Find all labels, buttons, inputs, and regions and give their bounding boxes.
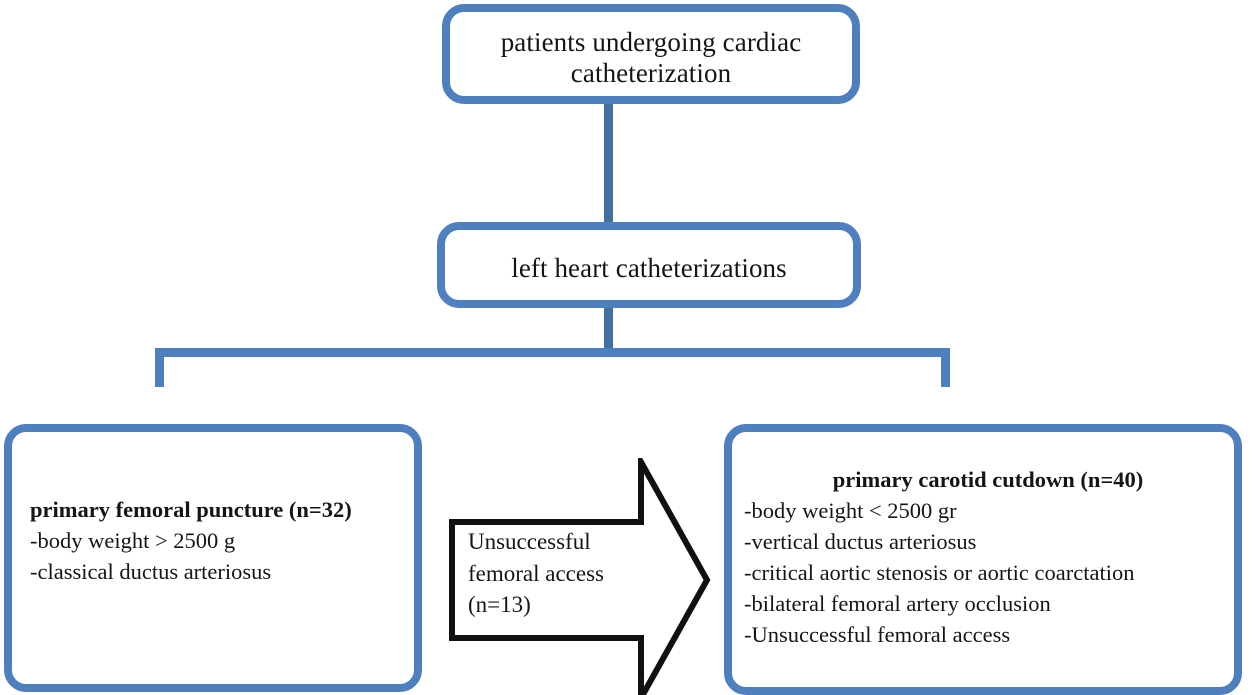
node-carotid-item-3: -bilateral femoral artery occlusion [744,591,1051,616]
connector-root-to-left-heart [604,100,613,224]
right-arrow-icon [449,458,711,695]
node-root-label: patients undergoing cardiac catheterizat… [450,27,852,88]
node-left-heart-catheterizations[interactable]: left heart catheterizations [437,222,861,308]
node-left-heart-label: left heart catheterizations [511,253,787,283]
node-root-label-line2: catheterization [570,57,732,88]
connector-drop-left [155,348,164,387]
arrow-label-line-1: femoral access [468,560,605,586]
arrow-label: Unsuccessful femoral access (n=13) [468,526,648,621]
node-primary-femoral-puncture[interactable]: primary femoral puncture (n=32) -body we… [4,424,422,692]
arrow-label-line-2: (n=13) [468,592,531,617]
arrow-unsuccessful-femoral-access[interactable]: Unsuccessful femoral access (n=13) [448,458,712,695]
node-carotid-item-2: -critical aortic stenosis or aortic coar… [744,560,1135,585]
node-femoral-item-0: -body weight > 2500 g [30,528,236,553]
connector-left-heart-stem [604,303,613,353]
node-carotid-content: primary carotid cutdown (n=40) -body wei… [744,464,1232,650]
node-carotid-item-0: -body weight < 2500 gr [744,498,957,523]
node-root-label-line1: patients undergoing cardiac [500,27,802,57]
connector-drop-right [941,348,950,387]
node-carotid-item-4: -Unsuccessful femoral access [744,622,1011,647]
node-carotid-item-1: -vertical ductus arteriosus [744,529,977,554]
connector-split-horizontal [155,348,950,357]
node-primary-carotid-cutdown[interactable]: primary carotid cutdown (n=40) -body wei… [724,424,1242,695]
node-femoral-heading: primary femoral puncture (n=32) [30,497,352,522]
node-patients-undergoing-cardiac-catheterization[interactable]: patients undergoing cardiac catheterizat… [442,4,860,104]
node-femoral-item-1: -classical ductus arteriosus [30,559,272,584]
node-femoral-content: primary femoral puncture (n=32) -body we… [30,494,352,587]
node-carotid-heading: primary carotid cutdown (n=40) [832,467,1144,492]
arrow-label-line-0: Unsuccessful [468,529,591,554]
